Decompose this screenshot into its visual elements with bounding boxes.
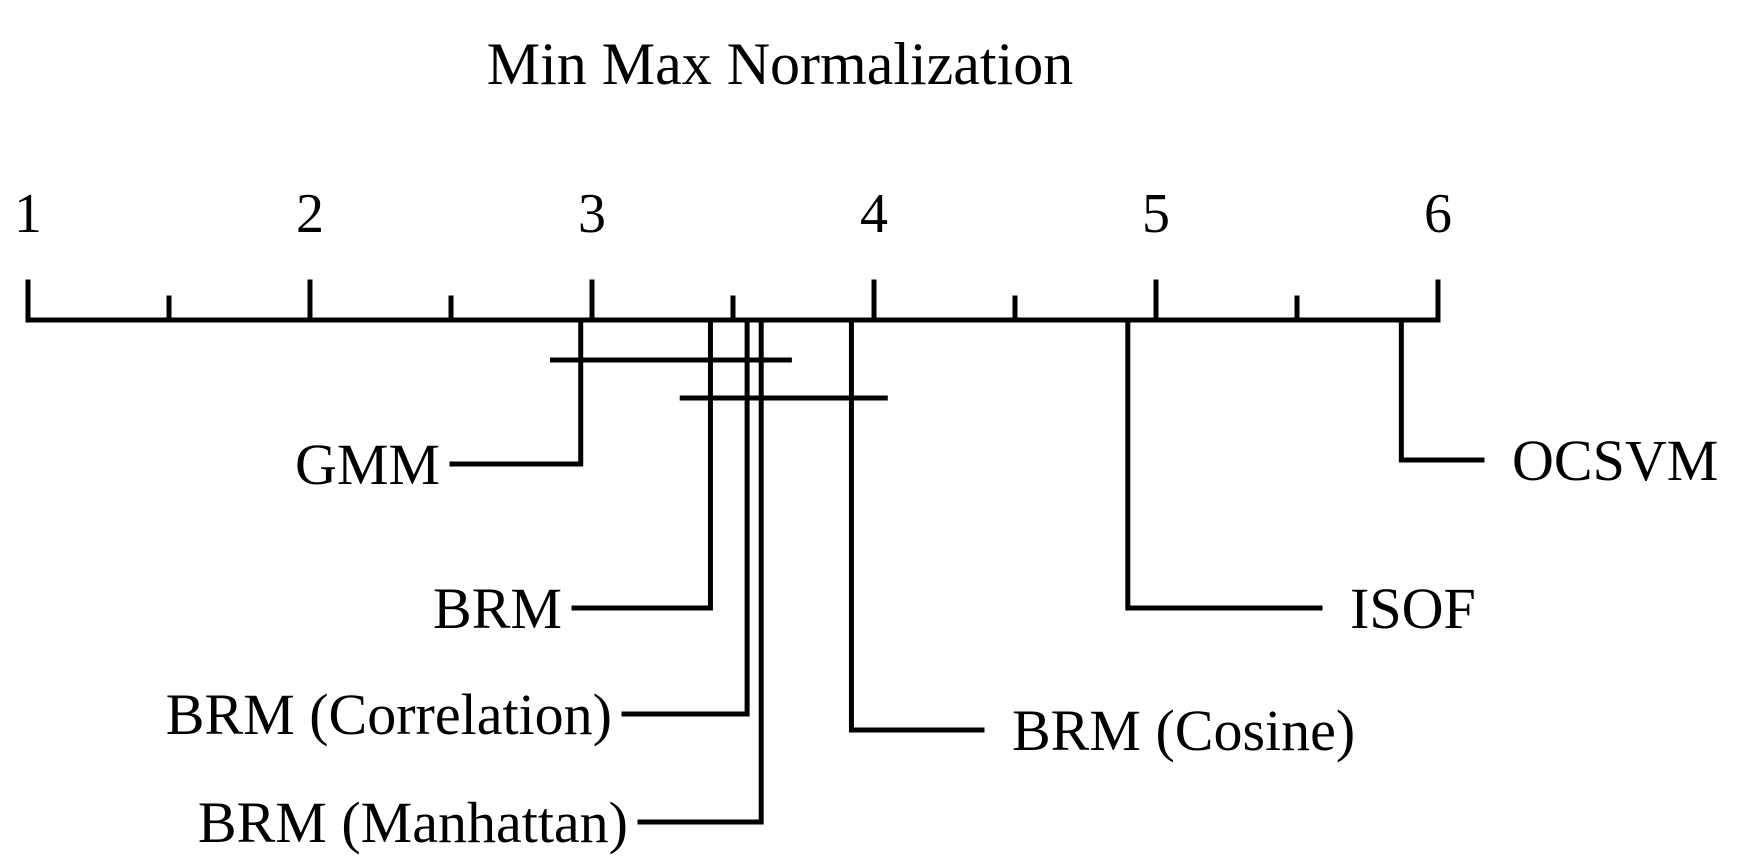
method-connector <box>1398 317 1485 463</box>
method-label: OCSVM <box>1512 428 1718 493</box>
method-label: GMM <box>295 432 440 497</box>
method-connector <box>571 317 713 611</box>
method-label: ISOF <box>1350 576 1476 641</box>
tick-label: 3 <box>578 183 606 245</box>
method-connectors: GMM BRM BRM (Correlation) BRM (Manhattan) BR… <box>166 317 1718 855</box>
method-connector <box>1125 317 1323 611</box>
method-connector <box>848 317 985 733</box>
method-connector <box>449 317 584 467</box>
method-connector <box>621 317 750 717</box>
tick-label: 4 <box>860 183 888 245</box>
tick-group: 1 2 3 4 5 6 <box>14 183 1452 323</box>
tick-label: 5 <box>1142 183 1170 245</box>
method-label: BRM (Manhattan) <box>198 790 628 855</box>
method-label: BRM (Cosine) <box>1012 698 1355 763</box>
method-label: BRM (Correlation) <box>166 682 612 747</box>
tick-label: 6 <box>1424 183 1452 245</box>
group-bars <box>550 357 888 401</box>
tick-label: 1 <box>14 183 42 245</box>
method-label: BRM <box>433 576 562 641</box>
method-connector <box>637 317 764 825</box>
chart-title: Min Max Normalization <box>487 31 1074 97</box>
tick-label: 2 <box>296 183 324 245</box>
